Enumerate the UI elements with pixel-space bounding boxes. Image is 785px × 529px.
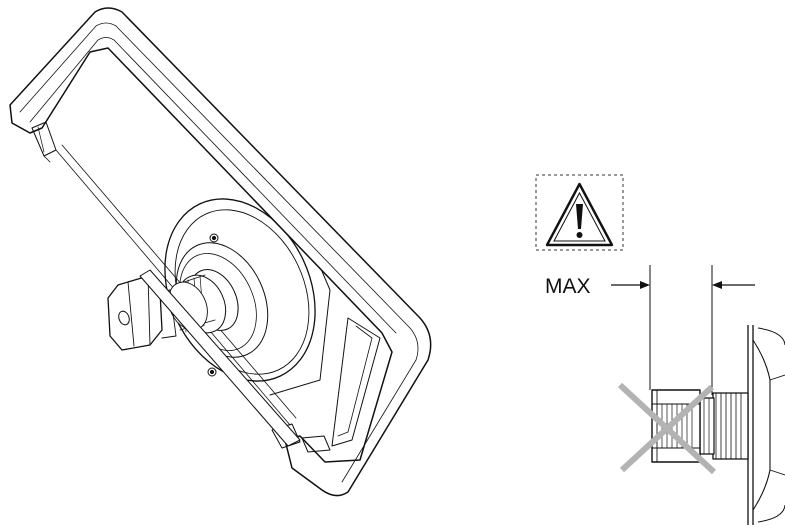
left-arrowhead (640, 281, 650, 289)
x-cross-icon (617, 382, 717, 475)
warning-triangle-icon (535, 174, 624, 251)
right-arrowhead (712, 281, 722, 289)
max-dimension (611, 265, 755, 395)
max-label: MAX (545, 275, 591, 298)
spindle-shaft (168, 269, 239, 334)
bracket-frame (9, 7, 432, 497)
bracket-arm-front (139, 269, 301, 447)
pulley-section (747, 325, 785, 525)
assembly-illustration (9, 7, 432, 497)
